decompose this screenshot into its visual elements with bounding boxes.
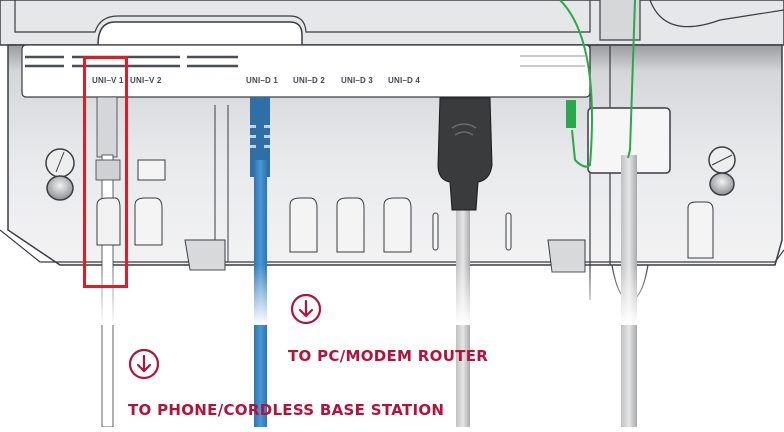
mount-hole-right [708, 146, 736, 196]
arrow-down-circle-icon [128, 348, 160, 380]
top-casing [0, 0, 784, 46]
caption-phone-base-station: TO PHONE/CORDLESS BASE STATION [128, 401, 445, 419]
port-label-uni-v2: UNI–V 2 [130, 76, 162, 85]
port-label-uni-d1: UNI–D 1 [246, 76, 279, 85]
caption-pc-modem-router: TO PC/MODEM ROUTER [288, 347, 489, 365]
mount-hole-left [45, 148, 75, 201]
port-label-uni-d2: UNI–D 2 [293, 76, 326, 85]
arrow-down-circle-icon [290, 293, 322, 325]
port-label-uni-d3: UNI–D 3 [341, 76, 374, 85]
device-body [0, 44, 784, 301]
port-label-uni-d4: UNI–D 4 [388, 76, 421, 85]
uni-v1-highlight-box [83, 56, 128, 288]
port-label-uni-v1: UNI–V 1 [92, 76, 124, 85]
fibre-green-cable [559, 0, 636, 168]
